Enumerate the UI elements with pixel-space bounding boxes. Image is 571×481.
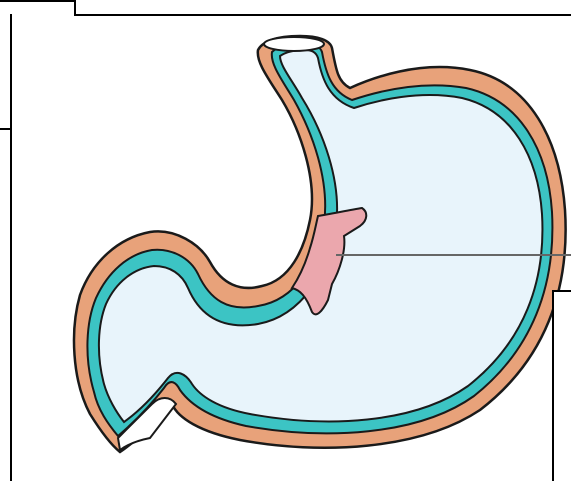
esophagus-opening: [264, 37, 324, 51]
label-box[interactable]: [552, 290, 571, 481]
